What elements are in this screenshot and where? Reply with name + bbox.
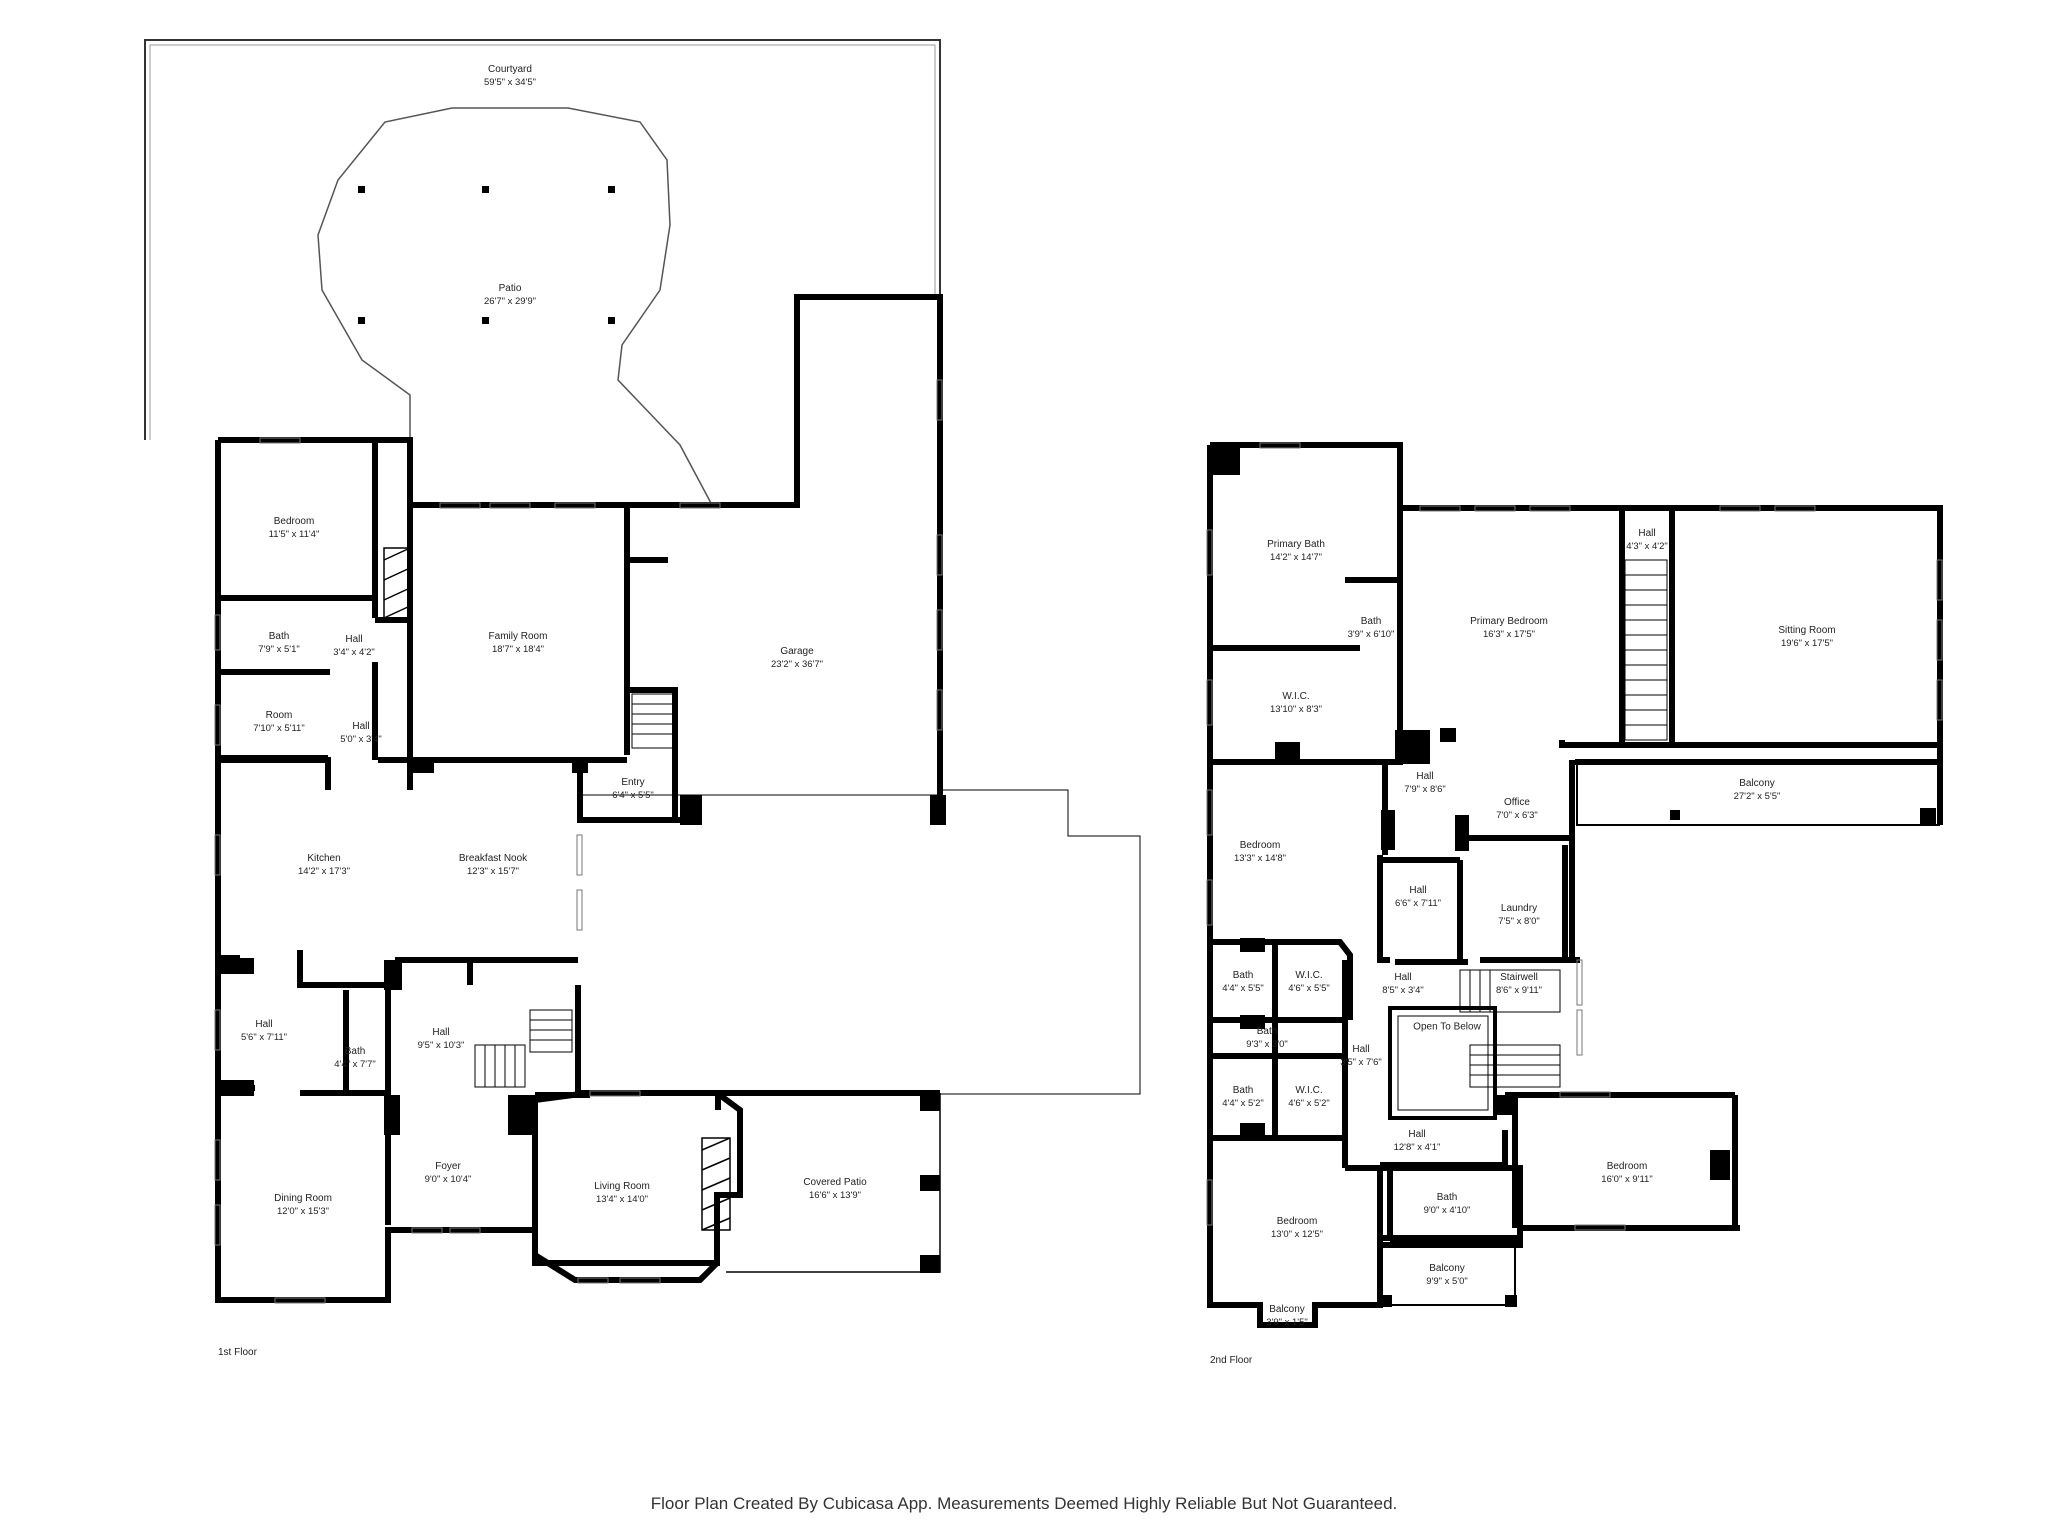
courtyard-outline	[144, 39, 941, 440]
room-label: W.I.C.4'6" x 5'2"	[1288, 1085, 1330, 1109]
room-label: Open To Below	[1413, 1021, 1481, 1033]
stairs-2nd-floor	[1459, 559, 1668, 1088]
balcony-lower	[1379, 1245, 1516, 1306]
balcony-outline	[1576, 762, 1940, 826]
room-label: W.I.C.4'6" x 5'5"	[1288, 970, 1330, 994]
open-to-below-outline	[1388, 1006, 1497, 1120]
stairs-1st-floor	[474, 693, 675, 1088]
footer-disclaimer: Floor Plan Created By Cubicasa App. Meas…	[650, 1494, 1398, 1513]
patio-posts	[358, 186, 615, 324]
patio-outline	[317, 107, 713, 506]
fireplace-hatch	[383, 547, 731, 1231]
floor-label-1st: 1st Floor	[218, 1347, 257, 1358]
floor-label-2nd: 2nd Floor	[1210, 1355, 1253, 1366]
room-label: W.I.C.13'10" x 8'3"	[1269, 691, 1323, 715]
